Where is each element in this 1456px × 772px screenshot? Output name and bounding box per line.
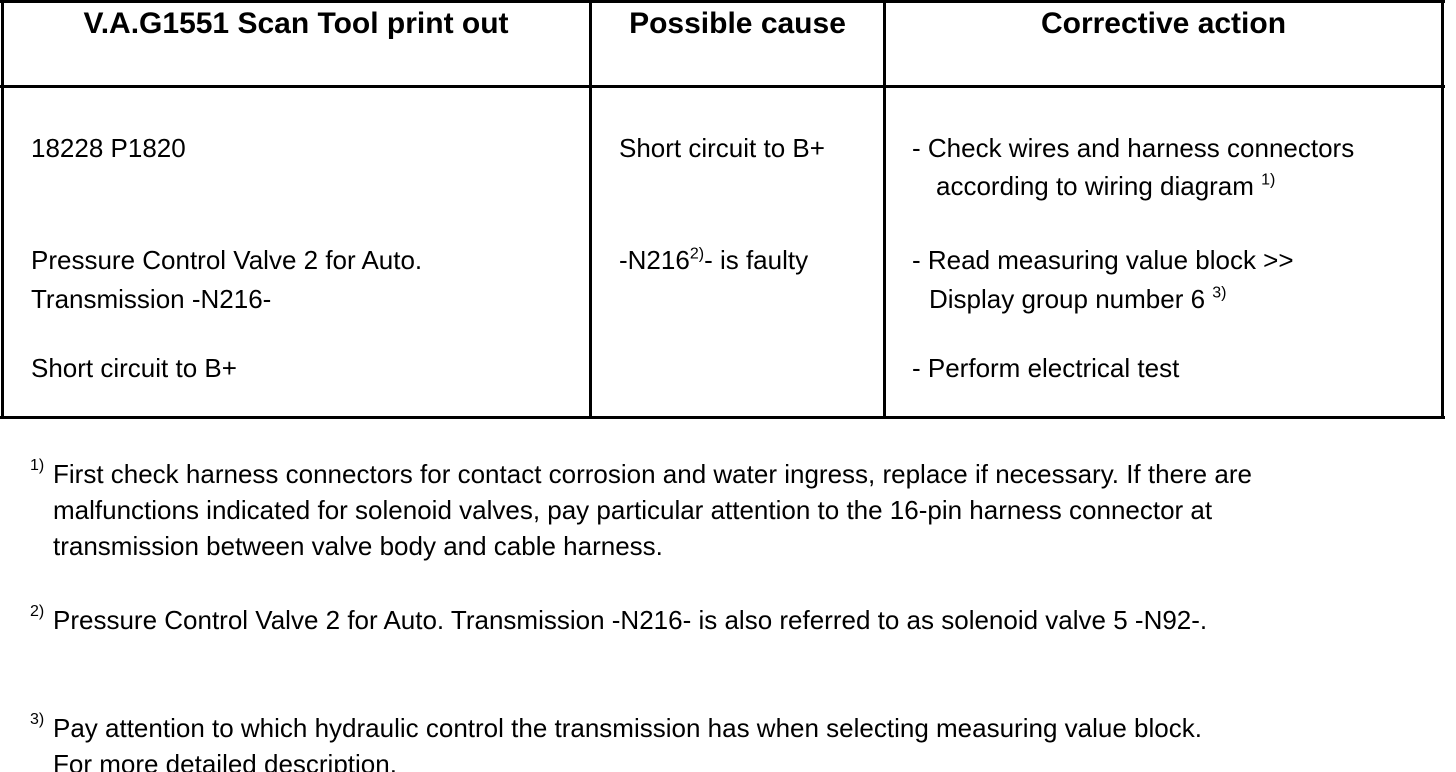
table-bottom-border [0,416,1445,419]
possible-cause-2-component: -N216 [619,245,690,275]
component-name-line-2: Transmission -N216- [31,284,272,314]
fault-type: Short circuit to B+ [31,353,237,383]
footnote-ref-3: 3) [1212,284,1227,302]
corrective-action-1-line-1: - Check wires and harness connectors [912,133,1355,163]
table-left-border [1,0,4,419]
table-right-border [1441,0,1444,419]
corrective-action-2-line-2: Display group number 6 3) [929,280,1227,318]
footnote-1-mark: 1) [30,457,45,474]
footnote-2-text: Pressure Control Valve 2 for Auto. Trans… [53,605,1208,635]
table-column-divider-2 [883,0,886,419]
footnote-1-text: First check harness connectors for conta… [53,459,1252,561]
header-scan-tool-print-out: V.A.G1551 Scan Tool print out [83,7,509,40]
table-column-divider-1 [589,0,592,419]
component-name-line-1: Pressure Control Valve 2 for Auto. [31,245,423,275]
header-possible-cause: Possible cause [629,7,846,40]
possible-cause-2-status: - is faulty [704,245,809,275]
footnote-ref-2: 2) [689,245,705,263]
footnote-3-mark: 3) [30,711,45,728]
header-corrective-action: Corrective action [1040,7,1287,40]
corrective-action-1-line-2-text: according to wiring diagram [936,171,1262,201]
table-top-border [0,0,1445,3]
footnote-ref-1: 1) [1261,171,1276,189]
corrective-action-2-line-1: - Read measuring value block >> [912,245,1294,275]
footnote-3-text: Pay attention to which hydraulic control… [53,713,1202,772]
corrective-action-1-line-2: according to wiring diagram 1) [936,167,1275,205]
corrective-action-2-line-2-text: Display group number 6 [929,284,1213,314]
corrective-action-3: - Perform electrical test [912,353,1180,383]
fault-code: 18228 P1820 [31,133,186,163]
possible-cause-2: -N2162)- is faulty [619,241,808,279]
table-header-divider [0,85,1445,88]
footnote-2-mark: 2) [30,603,45,620]
possible-cause-1: Short circuit to B+ [619,133,825,163]
